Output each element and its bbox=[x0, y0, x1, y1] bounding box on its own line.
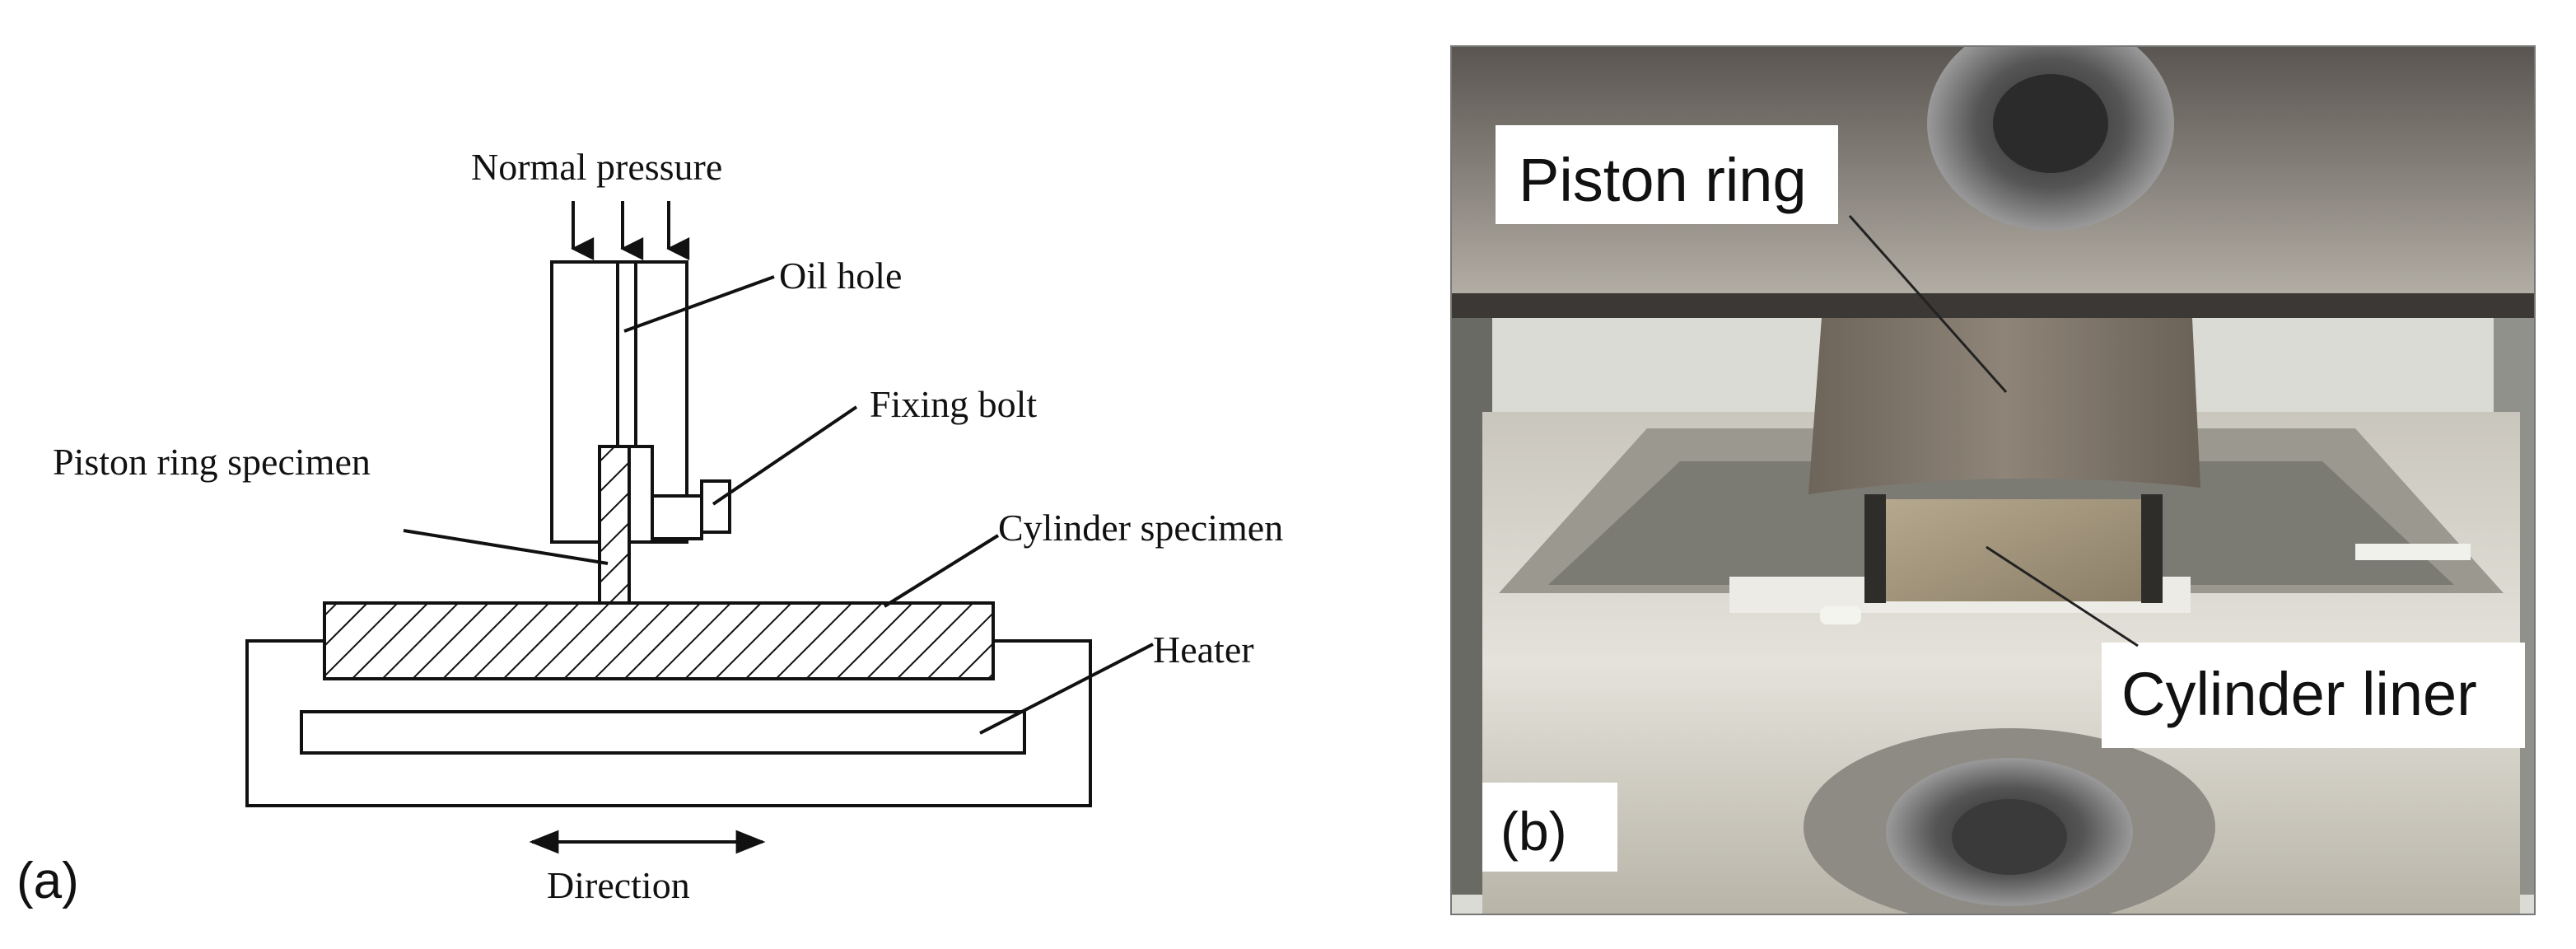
piston-ring-label: Piston ring bbox=[1519, 146, 1807, 214]
photo-annotations bbox=[1482, 125, 2525, 872]
heater-leader bbox=[979, 643, 1154, 735]
piston-ring-pointer bbox=[1848, 215, 2008, 393]
piston-ring-leader bbox=[403, 529, 609, 565]
cylinder-specimen-leader bbox=[883, 534, 1000, 608]
normal-pressure-label: Normal pressure bbox=[471, 146, 722, 188]
cylinder-specimen-shape bbox=[323, 601, 995, 680]
piston-ring-label-box bbox=[1496, 125, 1838, 224]
cylinder-specimen-label: Cylinder specimen bbox=[998, 507, 1283, 549]
fixing-bolt-leader bbox=[712, 405, 858, 506]
panel-b-label-box bbox=[1482, 783, 1617, 872]
normal-pressure-arrows bbox=[571, 201, 690, 260]
oil-hole-leader bbox=[623, 275, 775, 333]
cylinder-liner-label: Cylinder liner bbox=[2121, 660, 2477, 728]
cylinder-liner-label-box bbox=[2102, 643, 2525, 748]
direction-label: Direction bbox=[547, 864, 690, 906]
fixing-bolt-label: Fixing bolt bbox=[870, 383, 1037, 425]
heater-housing bbox=[245, 639, 1092, 807]
panel-a-label: (a) bbox=[16, 853, 79, 909]
photo-border bbox=[1450, 45, 2536, 915]
panel-b-label: (b) bbox=[1500, 801, 1567, 862]
cylinder-liner-photo bbox=[1884, 499, 2141, 601]
piston-ring-specimen-shape bbox=[598, 445, 631, 605]
heater-shape bbox=[300, 710, 1026, 755]
piston-ring-specimen-label: Piston ring specimen bbox=[53, 441, 371, 483]
schematic-panel bbox=[245, 201, 1154, 854]
cylinder-liner-pointer bbox=[1986, 545, 2139, 647]
heater-label: Heater bbox=[1153, 629, 1254, 671]
piston-ring-photo bbox=[1808, 318, 2200, 494]
oil-hole-label: Oil hole bbox=[779, 255, 902, 297]
